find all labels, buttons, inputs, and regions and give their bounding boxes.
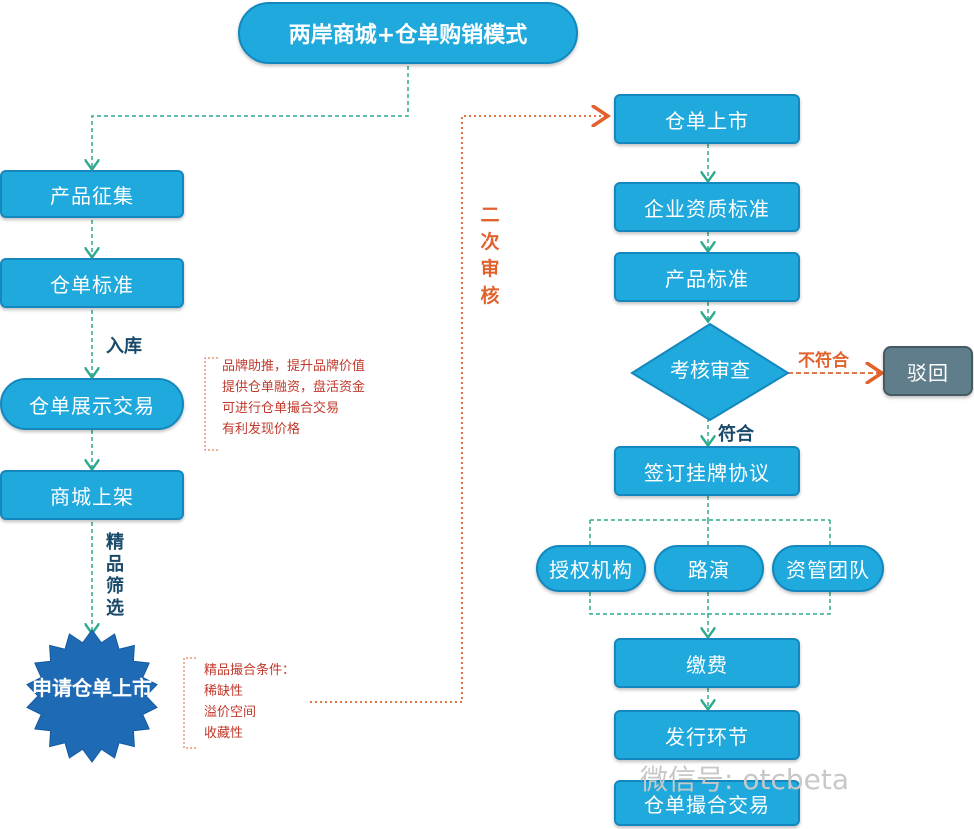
note-line: 精品撮合条件： [204, 663, 296, 678]
qualified-label: 符合 [718, 424, 754, 445]
matching-trade-box: 仓单撮合交易 [614, 780, 800, 826]
note-line: 稀缺性 [204, 684, 244, 699]
payment-box: 缴费 [614, 638, 800, 688]
not-qualified-label: 不符合 [798, 351, 849, 371]
diagram-title: 两岸商城+仓单购销模式 [238, 2, 578, 64]
receipt-standard-box: 仓单标准 [0, 258, 184, 308]
authorized-org-box: 授权机构 [536, 545, 646, 592]
apply-listing-star [26, 629, 158, 763]
notes-matching: 精品撮合条件： 稀缺性 溢价空间 收藏性 [204, 660, 295, 744]
asset-team-box: 资管团队 [772, 545, 884, 592]
notes2-bracket [183, 657, 196, 749]
branch-join-connector [589, 592, 831, 615]
second-review-connector [310, 116, 606, 703]
inbound-label: 入库 [106, 336, 142, 357]
note-line: 收藏性 [204, 726, 244, 741]
product-standard-box: 产品标准 [614, 252, 800, 302]
mall-listing-box: 商城上架 [0, 470, 184, 520]
sign-agreement-box: 签订挂牌协议 [614, 446, 800, 496]
product-collect-box: 产品征集 [0, 170, 184, 218]
issuance-box: 发行环节 [614, 710, 800, 760]
enterprise-standard-box: 企业资质标准 [614, 182, 800, 232]
note-line: 有利发现价格 [222, 422, 301, 437]
note-line: 溢价空间 [204, 705, 257, 720]
second-review-label: 二次审核 [480, 204, 500, 307]
apply-listing-label: 申请仓单上市 [32, 676, 152, 700]
title-to-left-connector [92, 66, 409, 168]
review-diamond [630, 322, 790, 422]
note-line: 可进行仓单撮合交易 [222, 401, 340, 416]
watermark: 微信号: otcbeta [640, 763, 849, 796]
notes-brand: 品牌助推，提升品牌价值 提供仓单融资，盘活资金 可进行仓单撮合交易 有利发现价格 [222, 356, 365, 440]
branch-split-connector [589, 519, 831, 545]
notes1-bracket [204, 357, 218, 451]
receipt-listing-box: 仓单上市 [614, 94, 800, 144]
select-label: 精品筛选 [106, 532, 124, 619]
receipt-display-box: 仓单展示交易 [0, 378, 184, 430]
review-label: 考核审查 [670, 358, 750, 382]
note-line: 品牌助推，提升品牌价值 [222, 359, 366, 374]
reject-box: 驳回 [883, 346, 973, 396]
roadshow-box: 路演 [654, 545, 764, 592]
note-line: 提供仓单融资，盘活资金 [222, 380, 366, 395]
